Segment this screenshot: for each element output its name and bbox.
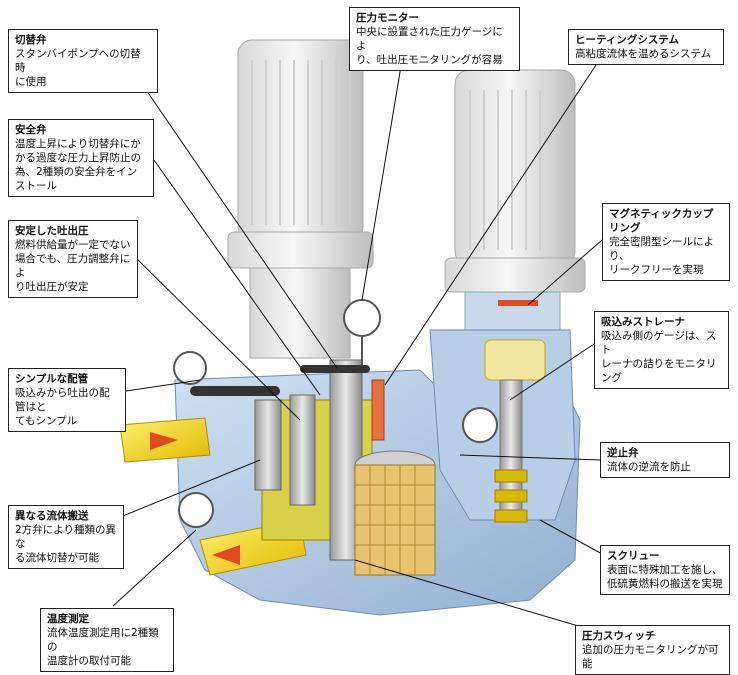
callout-desc: 吸込み側のゲージは、スト レーナの詰りをモニタリング xyxy=(601,330,717,384)
callout-suction-strainer: 吸込みストレーナ 吸込み側のゲージは、スト レーナの詰りをモニタリング xyxy=(594,311,729,389)
callout-desc: 燃料供給量が一定でない 場合でも、圧力調整弁によ り吐出圧が安定 xyxy=(15,239,131,293)
callout-title: 圧力モニター xyxy=(356,12,419,24)
callout-heating-system: ヒーティングシステム 高粘度流体を温めるシステム xyxy=(568,29,724,65)
strainer xyxy=(354,450,436,576)
right-motor xyxy=(444,69,586,353)
callout-title: マグネティックカップリング xyxy=(609,208,714,234)
callout-temperature: 温度測定 流体温度測定用に2種類の 温度計の取付可能 xyxy=(40,608,174,672)
callout-title: スクリュー xyxy=(607,550,660,562)
callout-title: シンプルな配管 xyxy=(15,373,89,385)
callout-magnetic-coupling: マグネティックカップリング 完全密閉型シールにより、 リークフリーを実現 xyxy=(602,203,730,281)
leader-lines xyxy=(112,53,605,634)
callout-title: 逆止弁 xyxy=(607,447,639,459)
callout-title: 切替弁 xyxy=(15,34,47,46)
callout-title: ヒーティングシステム xyxy=(575,34,680,46)
callout-title: 温度測定 xyxy=(47,613,89,625)
callout-desc: 流体温度測定用に2種類の 温度計の取付可能 xyxy=(47,627,159,667)
callout-pressure-switch: 圧力スウィッチ 追加の圧力モニタリングが可能 xyxy=(575,625,730,675)
callout-desc: 温度上昇により切替弁にかかる過度な圧力上昇防止の為、2種類の安全弁をインストール xyxy=(15,138,141,192)
callout-desc: 中央に設置された圧力ゲージによ り、吐出圧モニタリングが容易 xyxy=(356,26,503,66)
callout-different-fluids: 異なる流体搬送 2方弁により種類の異な る流体切替が可能 xyxy=(8,505,124,569)
left-motor xyxy=(227,39,374,359)
callout-desc: 高粘度流体を温めるシステム xyxy=(575,48,712,60)
callout-pressure-monitor: 圧力モニター 中央に設置された圧力ゲージによ り、吐出圧モニタリングが容易 xyxy=(349,7,520,71)
callout-desc: 完全密閉型シールにより、 リークフリーを実現 xyxy=(609,236,714,276)
callout-screw: スクリュー 表面に特殊加工を施し、 低硫黄燃料の搬送を実現 xyxy=(600,545,730,595)
callout-stable-discharge: 安定した吐出圧 燃料供給量が一定でない 場合でも、圧力調整弁によ り吐出圧が安定 xyxy=(8,220,138,298)
callout-desc: 2方弁により種類の異な る流体切替が可能 xyxy=(15,524,116,564)
callout-desc: 吸込みから吐出の配管はと てもシンプル xyxy=(15,387,110,427)
callout-desc: 追加の圧力モニタリングが可能 xyxy=(582,644,719,670)
callout-title: 吸込みストレーナ xyxy=(601,316,685,328)
callout-simple-piping: シンプルな配管 吸込みから吐出の配管はと てもシンプル xyxy=(8,368,126,432)
callout-title: 安全弁 xyxy=(15,124,47,136)
callout-switch-valve: 切替弁 スタンバイポンプへの切替時 に使用 xyxy=(8,29,158,93)
callout-title: 安定した吐出圧 xyxy=(15,225,89,237)
callout-desc: 流体の逆流を防止 xyxy=(607,461,691,473)
gauges xyxy=(173,299,498,528)
callout-desc: 表面に特殊加工を施し、 低硫黄燃料の搬送を実現 xyxy=(607,564,723,590)
callout-title: 異なる流体搬送 xyxy=(15,510,89,522)
callout-safety-valve: 安全弁 温度上昇により切替弁にかかる過度な圧力上昇防止の為、2種類の安全弁をイン… xyxy=(8,119,154,197)
callout-title: 圧力スウィッチ xyxy=(582,630,656,642)
callout-check-valve: 逆止弁 流体の逆流を防止 xyxy=(600,442,730,478)
callout-desc: スタンバイポンプへの切替時 に使用 xyxy=(15,48,141,88)
